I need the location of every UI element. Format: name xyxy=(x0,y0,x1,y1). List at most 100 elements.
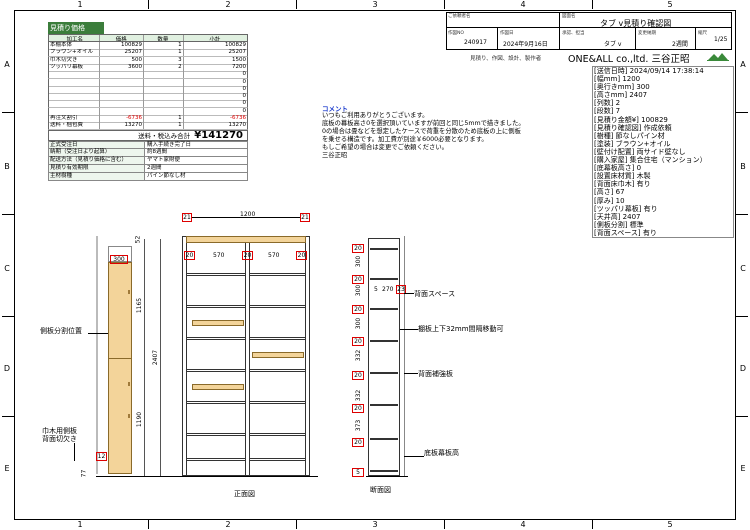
section-shelf xyxy=(370,308,398,310)
dim-width: 1200 xyxy=(240,211,256,218)
spec-line: [厚み] 10 xyxy=(594,196,625,205)
highlight-shelf-left-2 xyxy=(192,384,244,390)
estimate-info-row: 正式受注日購入手続き完了日 xyxy=(48,141,248,149)
shelf-board xyxy=(250,305,305,308)
estimate-row-name: 巾木切欠き xyxy=(49,56,101,64)
section-dim: 20 xyxy=(352,404,364,413)
estimate-header-name: 加工名 xyxy=(49,35,101,41)
staff: タブ v xyxy=(604,41,622,48)
customer-label: ご依頼者名 xyxy=(448,14,471,19)
section-wall xyxy=(404,236,405,476)
grid-col-2: 2 xyxy=(225,0,231,9)
estimate-row-price xyxy=(100,93,145,101)
comment-line: いつもご利用ありがとうございます。 xyxy=(322,112,429,119)
estimate-row-price: 3600 xyxy=(100,63,145,71)
maker-caption: 見積り、作図、設計、製作者 xyxy=(470,56,542,62)
dim-sec-23: 23 xyxy=(396,285,406,294)
estimate-total-value: ¥141270 xyxy=(194,130,243,141)
shelf-board xyxy=(250,458,305,461)
spec-line: [購入家屋] 集合住宅（マンション） xyxy=(594,156,707,165)
estimate-info-value: ヤマト家財便 xyxy=(147,157,181,163)
dim-col-a-left: 20 xyxy=(184,251,195,260)
spec-line: [送信日時] 2024/09/14 17:38:14 xyxy=(594,67,704,75)
grid-row-b: B xyxy=(4,162,10,171)
estimate-row-price: 500 xyxy=(100,56,145,64)
section-shelf xyxy=(370,404,398,406)
job-no: 240917 xyxy=(464,39,487,46)
estimate-row-qty: 1 xyxy=(144,49,184,57)
estimate-row-subtotal: 13270 xyxy=(228,122,247,129)
dim-h-77: 77 xyxy=(80,469,88,478)
spec-line: [高さ] 67 xyxy=(594,188,625,197)
drawing-name-cell xyxy=(560,12,732,28)
estimate-total-label: 送料・税込み合計 xyxy=(138,132,191,140)
top-filler-board xyxy=(186,236,306,243)
shelf-board xyxy=(250,273,305,276)
estimate-row-price xyxy=(100,107,145,115)
delivery: 2週間 xyxy=(672,41,688,48)
spec-line: [設置床材質] 木製 xyxy=(594,172,651,181)
drawing-name-label: 図面名 xyxy=(562,14,576,19)
estimate-row: 0 xyxy=(48,100,248,109)
estimate-row: 0 xyxy=(48,85,248,94)
estimate-row: 0 xyxy=(48,71,248,80)
grid-col-5: 5 xyxy=(667,0,673,9)
note-skirting-2: 背面切欠き xyxy=(42,435,77,443)
estimate-row-subtotal: 100829 xyxy=(225,42,246,48)
spec-line: [樹種] 節なしパイン材 xyxy=(594,131,665,140)
note-back-space: 背面スペース xyxy=(414,290,456,298)
grid-row-c-right: C xyxy=(740,264,746,273)
estimate-info-key: 納期（受注日より起算） xyxy=(49,149,145,156)
estimate-row-qty xyxy=(144,93,184,101)
note-skirting-1: 巾木用側板 xyxy=(42,427,77,435)
section-dim: 20 xyxy=(352,305,364,314)
comment-line: を乗せる構造です。加工費が別途￥6000必要となります。 xyxy=(322,136,488,143)
staff-cell xyxy=(560,28,636,50)
section-shelf xyxy=(370,278,398,280)
estimate-row-name: ブラウン+オイル xyxy=(49,49,101,57)
estimate-row: 0 xyxy=(48,107,248,116)
shelf-board xyxy=(187,337,245,340)
delivery-label: 変更納期 xyxy=(638,31,656,36)
estimate-row-subtotal: 25207 xyxy=(228,49,247,56)
shelf-board xyxy=(187,458,245,461)
estimate-info-value: 購入手続き完了日 xyxy=(147,142,192,148)
shelf-board xyxy=(187,369,245,372)
section-shelf xyxy=(370,340,398,342)
estimate-header-row: 加工名 価格 数量 小計 xyxy=(48,34,248,42)
estimate-info-value: パイン節なし材 xyxy=(147,173,186,179)
section-dim: 373 xyxy=(355,419,363,432)
section-dim: 20 xyxy=(352,244,364,253)
section-dim: 5 xyxy=(352,468,364,477)
grid-row-e-right: E xyxy=(740,464,746,473)
estimate-row-subtotal: 0 xyxy=(242,107,247,114)
estimate-row-qty: 3 xyxy=(144,56,184,64)
estimate-row-subtotal: -6736 xyxy=(230,115,246,121)
estimate-row-price: 25207 xyxy=(100,49,145,57)
estimate-row-name xyxy=(49,85,101,93)
estimate-row-subtotal: 0 xyxy=(242,85,247,92)
comment-body: いつもご利用ありがとうございます。 底板の幕板高さ0を選択頂いていますが前回と同… xyxy=(322,112,594,160)
grid-row-b-right: B xyxy=(740,162,746,171)
estimate-info-row: 納期（受注日より起算）約8週間 xyxy=(48,149,248,157)
shelf-board xyxy=(250,433,305,436)
estimate-row-qty: 1 xyxy=(144,42,184,49)
floor-line xyxy=(96,476,318,477)
center-divider xyxy=(245,243,250,476)
estimate-info-key: 正式受注日 xyxy=(49,142,145,148)
estimate-row-price xyxy=(100,71,145,79)
estimate-header-subtotal: 小計 xyxy=(209,37,221,41)
spec-line: [見積り確認図] 作成依頼 xyxy=(594,123,672,132)
job-no-label: 作図NO xyxy=(448,31,464,36)
title-block xyxy=(446,12,732,50)
job-no-cell xyxy=(446,28,498,50)
section-dim: 20 xyxy=(352,275,364,284)
dim-col-b: 570 xyxy=(268,252,280,259)
estimate-header-price: 価格 xyxy=(100,35,145,41)
estimate-info-row: 配送方法（見積り価格に含む）ヤマト家財便 xyxy=(48,157,248,165)
spec-line: [列数] 2 xyxy=(594,99,621,108)
